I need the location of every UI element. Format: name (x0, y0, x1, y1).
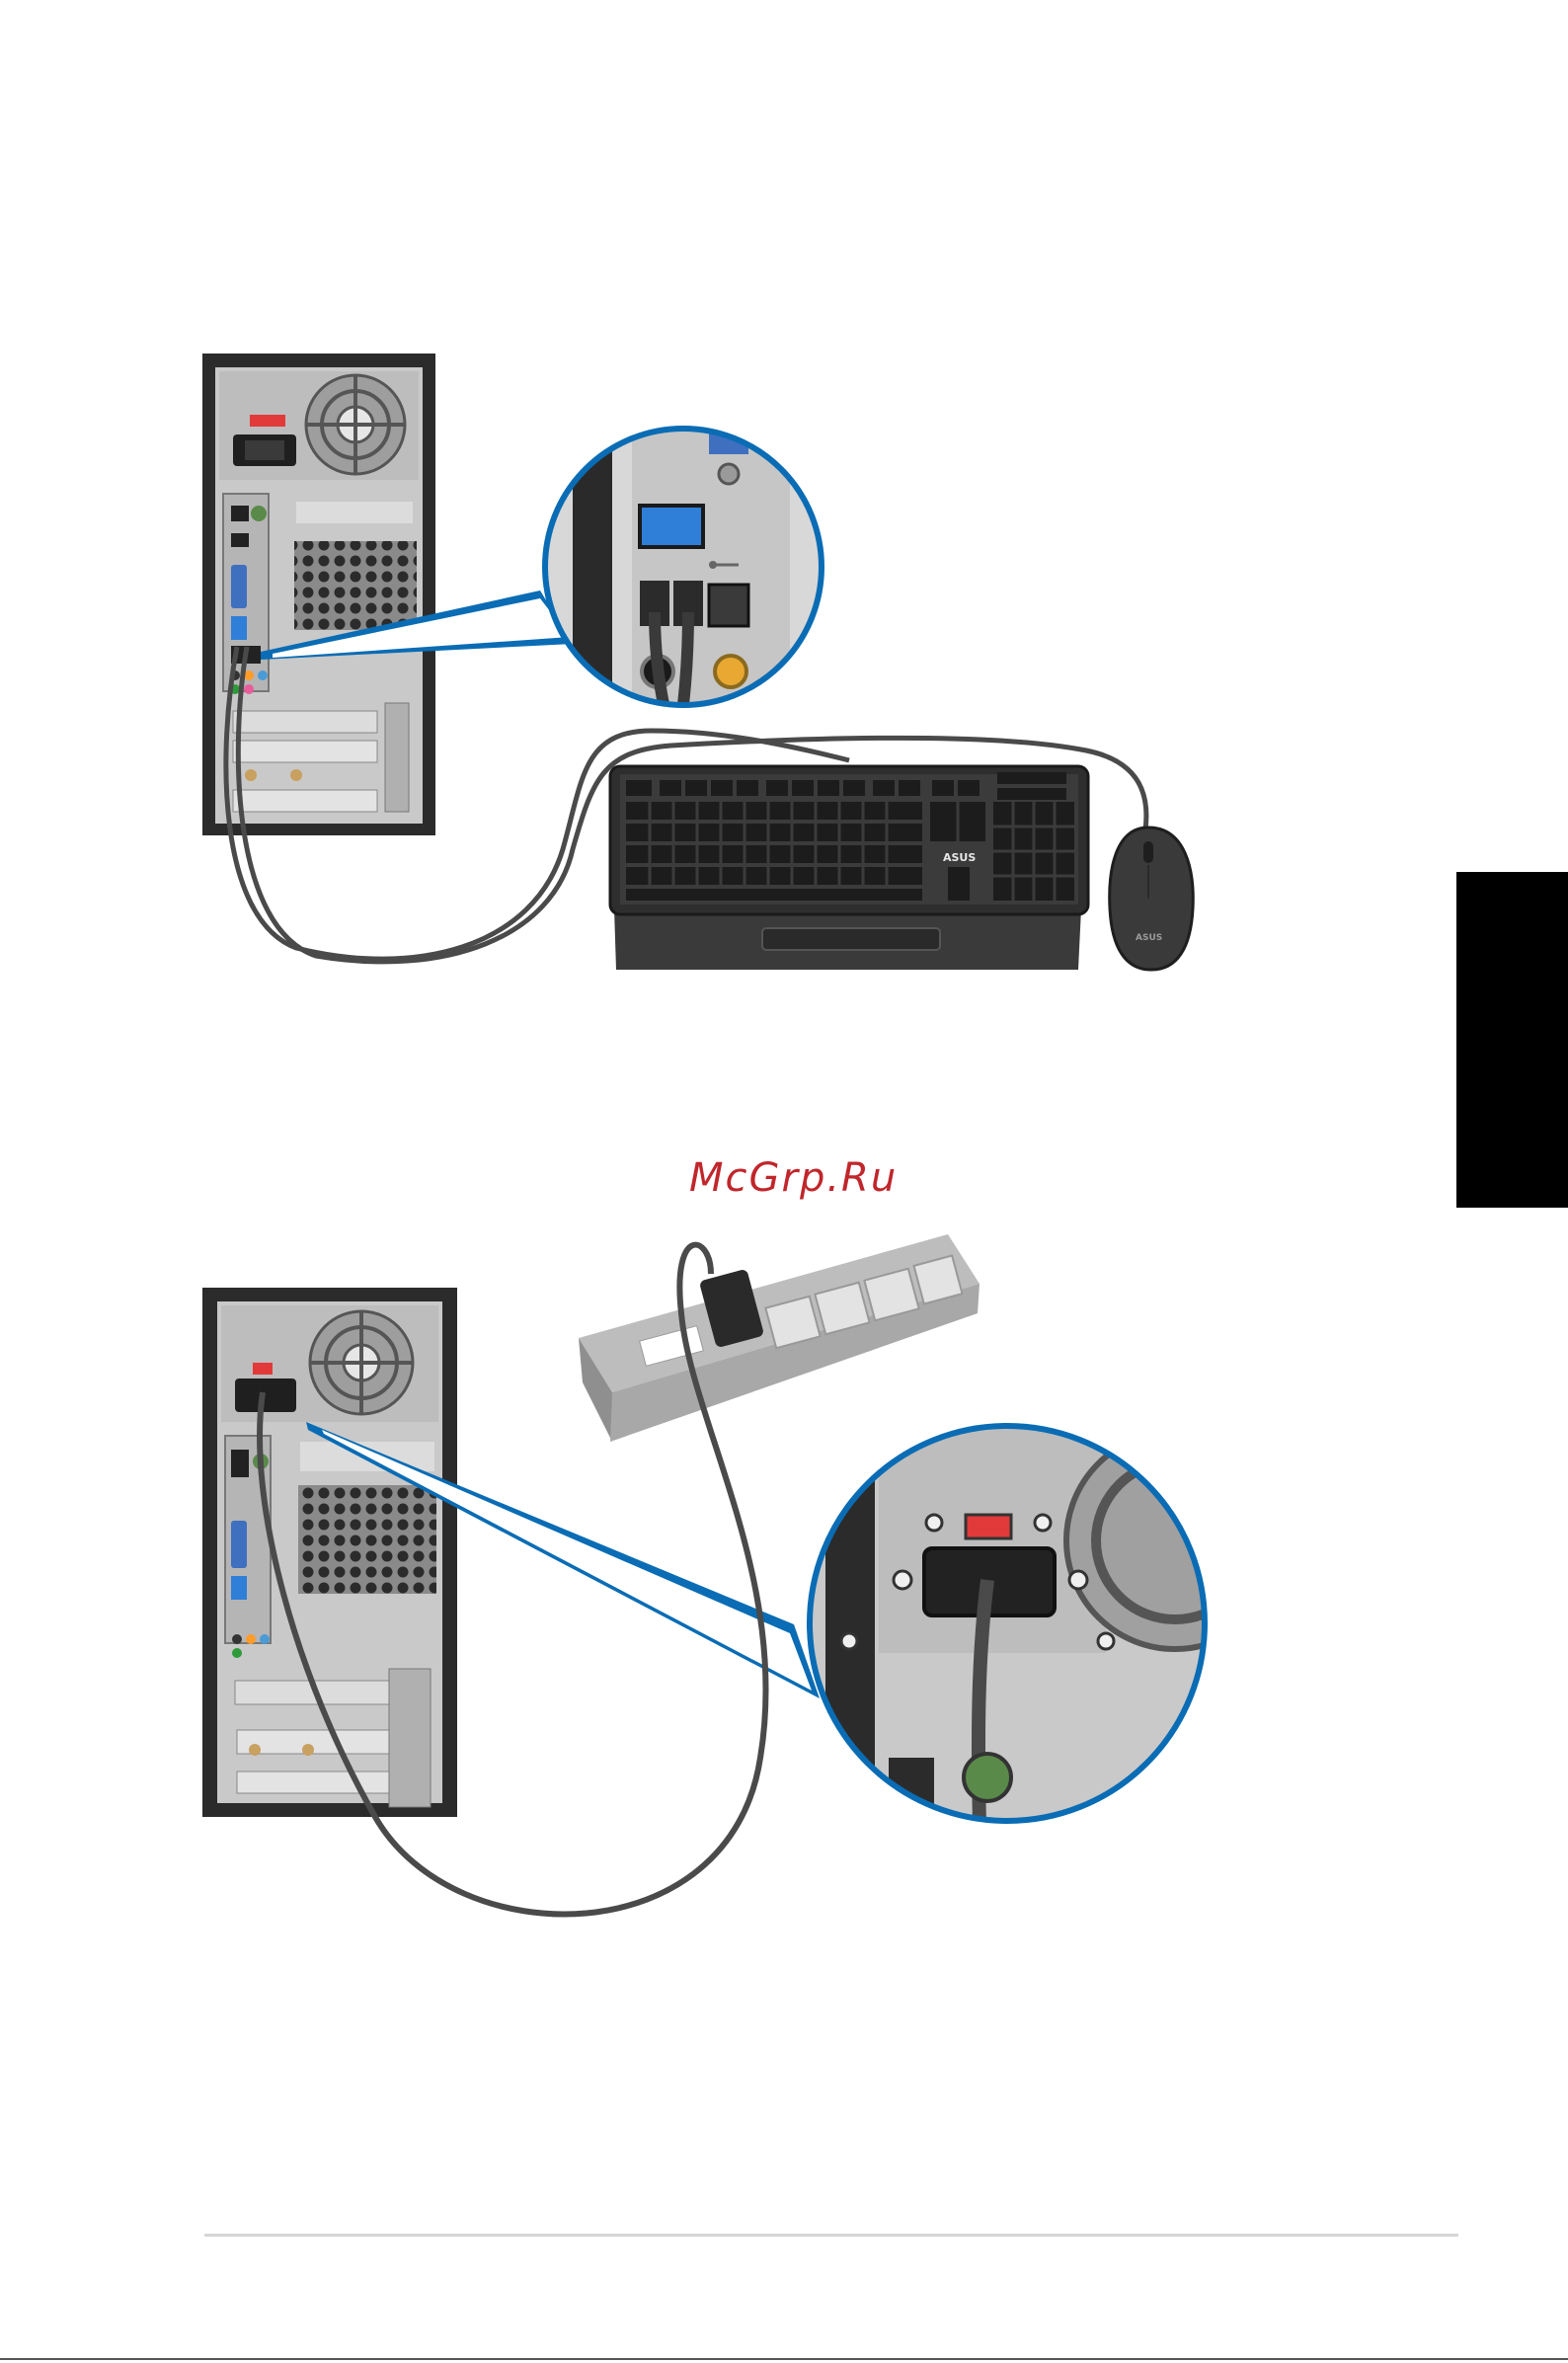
zoom-view-power-socket (810, 1426, 1284, 1827)
bottom-edge-line (0, 2358, 1568, 2360)
power-strip (579, 1234, 980, 1442)
side-language-tab (1456, 872, 1568, 1208)
figure-power-connection (0, 0, 1568, 1975)
watermark-text: McGrp.Ru (689, 1155, 898, 1201)
pc-tower-rear-2 (202, 1288, 457, 1817)
footer-rule (204, 2234, 1458, 2237)
fan-grille-icon (310, 1311, 413, 1414)
